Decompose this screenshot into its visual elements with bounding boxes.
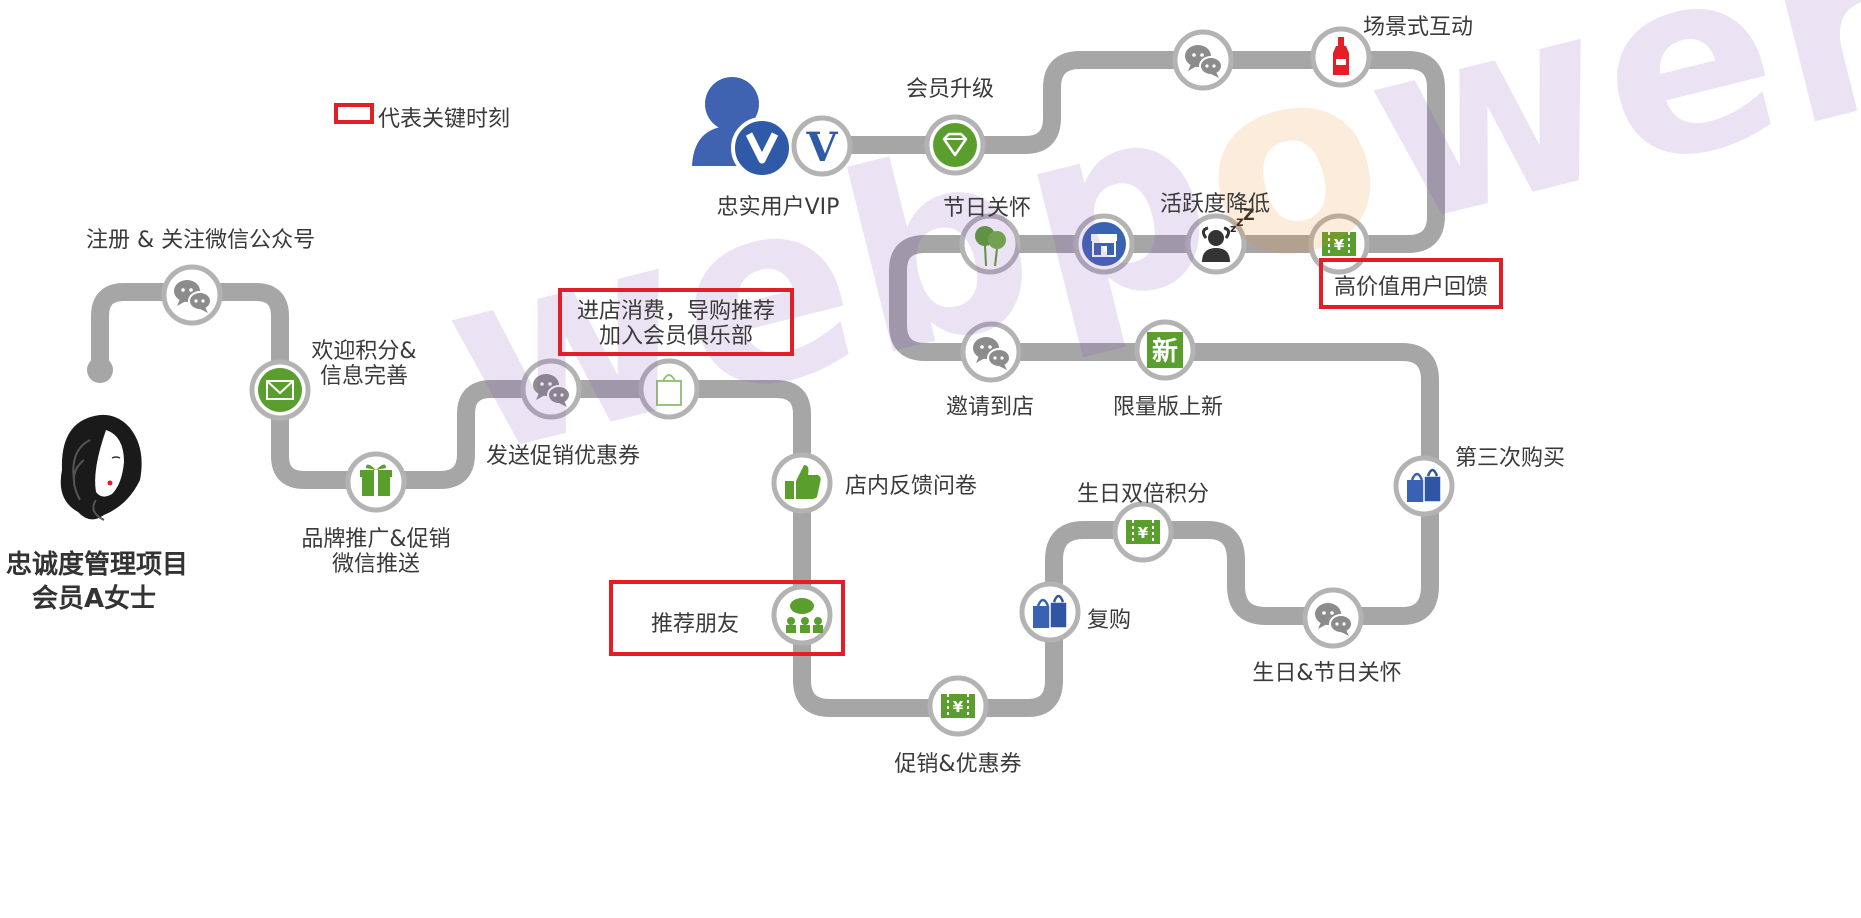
diamond-icon bbox=[933, 123, 977, 167]
sleeping-person-icon bbox=[1201, 226, 1231, 262]
voucher-icon bbox=[940, 693, 976, 719]
promo-node bbox=[927, 675, 989, 737]
holiday-label: 节日关怀 bbox=[942, 196, 1032, 221]
store-node bbox=[1073, 213, 1135, 275]
key-moment-box-refer bbox=[609, 580, 845, 656]
rebuy-label: 复购 bbox=[1087, 608, 1132, 633]
bday-care-node bbox=[1302, 587, 1364, 649]
register-node bbox=[161, 264, 223, 326]
svg-text:z: z bbox=[1230, 222, 1236, 235]
brand-label: 品牌推广&促销微信推送 bbox=[301, 527, 451, 577]
upgrade-label: 会员升级 bbox=[905, 77, 995, 102]
bday-points-label: 生日双倍积分 bbox=[1076, 482, 1210, 507]
project-title: 忠诚度管理项目会员A女士 bbox=[6, 550, 189, 614]
promo-label: 促销&优惠券 bbox=[894, 752, 1022, 777]
inactive-node: z z Z bbox=[1185, 205, 1255, 275]
invite-node bbox=[960, 321, 1022, 383]
holiday-node bbox=[959, 213, 1021, 275]
vip-badge-letter: V bbox=[805, 124, 838, 171]
svg-text:新: 新 bbox=[1152, 336, 1178, 367]
limited-label: 限量版上新 bbox=[1112, 395, 1224, 420]
key-moment-box-reward bbox=[1319, 258, 1503, 309]
refer-label: 推荐朋友 bbox=[651, 612, 740, 637]
key-moment-box-visit bbox=[558, 288, 794, 356]
envelope-icon bbox=[258, 368, 302, 412]
path-start-dot bbox=[87, 357, 113, 383]
welcome-node bbox=[249, 359, 311, 421]
register-label: 注册 & 关注微信公众号 bbox=[86, 228, 316, 253]
vip-label: 忠实用户VIP bbox=[716, 195, 840, 220]
svg-text:z: z bbox=[1236, 215, 1244, 230]
vip-badge-node: V bbox=[791, 115, 853, 177]
brand-node bbox=[345, 451, 407, 513]
group-chat-icon bbox=[786, 598, 823, 633]
gift-icon bbox=[360, 464, 392, 496]
coupon-label: 发送促销优惠券 bbox=[486, 444, 641, 469]
third-buy-label: 第三次购买 bbox=[1455, 446, 1566, 471]
voucher-icon bbox=[1321, 231, 1357, 257]
reward-label: 高价值用户回馈 bbox=[1333, 275, 1489, 300]
svg-text:Z: Z bbox=[1243, 205, 1255, 224]
scene-label: 场景式互动 bbox=[1362, 15, 1474, 40]
upgrade-node bbox=[924, 114, 986, 176]
limited-node: 新 bbox=[1134, 319, 1196, 381]
balloons-icon bbox=[975, 226, 1006, 267]
third-buy-node bbox=[1393, 455, 1455, 517]
woman-portrait bbox=[60, 414, 142, 521]
scene-node bbox=[1310, 26, 1372, 88]
visit-store-node bbox=[638, 358, 700, 420]
refer-node bbox=[771, 584, 833, 646]
survey-label: 店内反馈问卷 bbox=[845, 474, 978, 499]
bday-points-node bbox=[1112, 501, 1174, 563]
thumbs-up-icon bbox=[785, 465, 821, 499]
bday-care-label: 生日&节日关怀 bbox=[1252, 661, 1402, 686]
shopping-bag-icon bbox=[656, 374, 682, 406]
chat-node bbox=[1172, 29, 1234, 91]
journey-path bbox=[91, 51, 1445, 717]
storefront-icon bbox=[1082, 222, 1126, 266]
legend-label: 代表关键时刻 bbox=[378, 107, 511, 132]
bottle-icon bbox=[1333, 37, 1349, 75]
visit-store-label: 进店消费，导购推荐加入会员俱乐部 bbox=[576, 299, 776, 349]
invite-label: 邀请到店 bbox=[945, 395, 1035, 420]
vip-user-icon bbox=[692, 77, 793, 179]
rebuy-node bbox=[1019, 581, 1081, 643]
survey-node bbox=[771, 452, 833, 514]
new-badge-icon: 新 bbox=[1147, 332, 1183, 368]
welcome-label: 欢迎积分&信息完善 bbox=[311, 339, 417, 389]
inactive-label: 活跃度降低 bbox=[1159, 192, 1271, 217]
coupon-node bbox=[520, 358, 582, 420]
voucher-icon bbox=[1125, 519, 1161, 545]
legend-swatch bbox=[334, 103, 374, 124]
